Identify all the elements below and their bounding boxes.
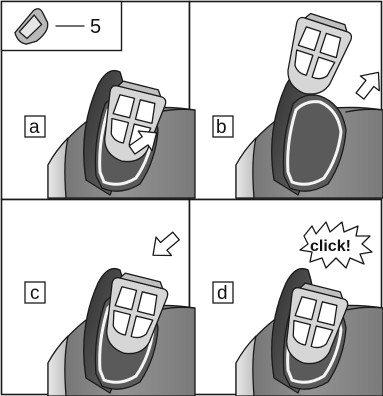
step-label: a bbox=[29, 117, 40, 138]
part-number: 5 bbox=[90, 16, 101, 38]
step-label: c bbox=[30, 283, 40, 304]
step-label: b bbox=[216, 117, 227, 138]
step-label: d bbox=[217, 283, 228, 304]
click-text: click! bbox=[310, 238, 351, 255]
part-callout: 5 bbox=[2, 2, 122, 51]
